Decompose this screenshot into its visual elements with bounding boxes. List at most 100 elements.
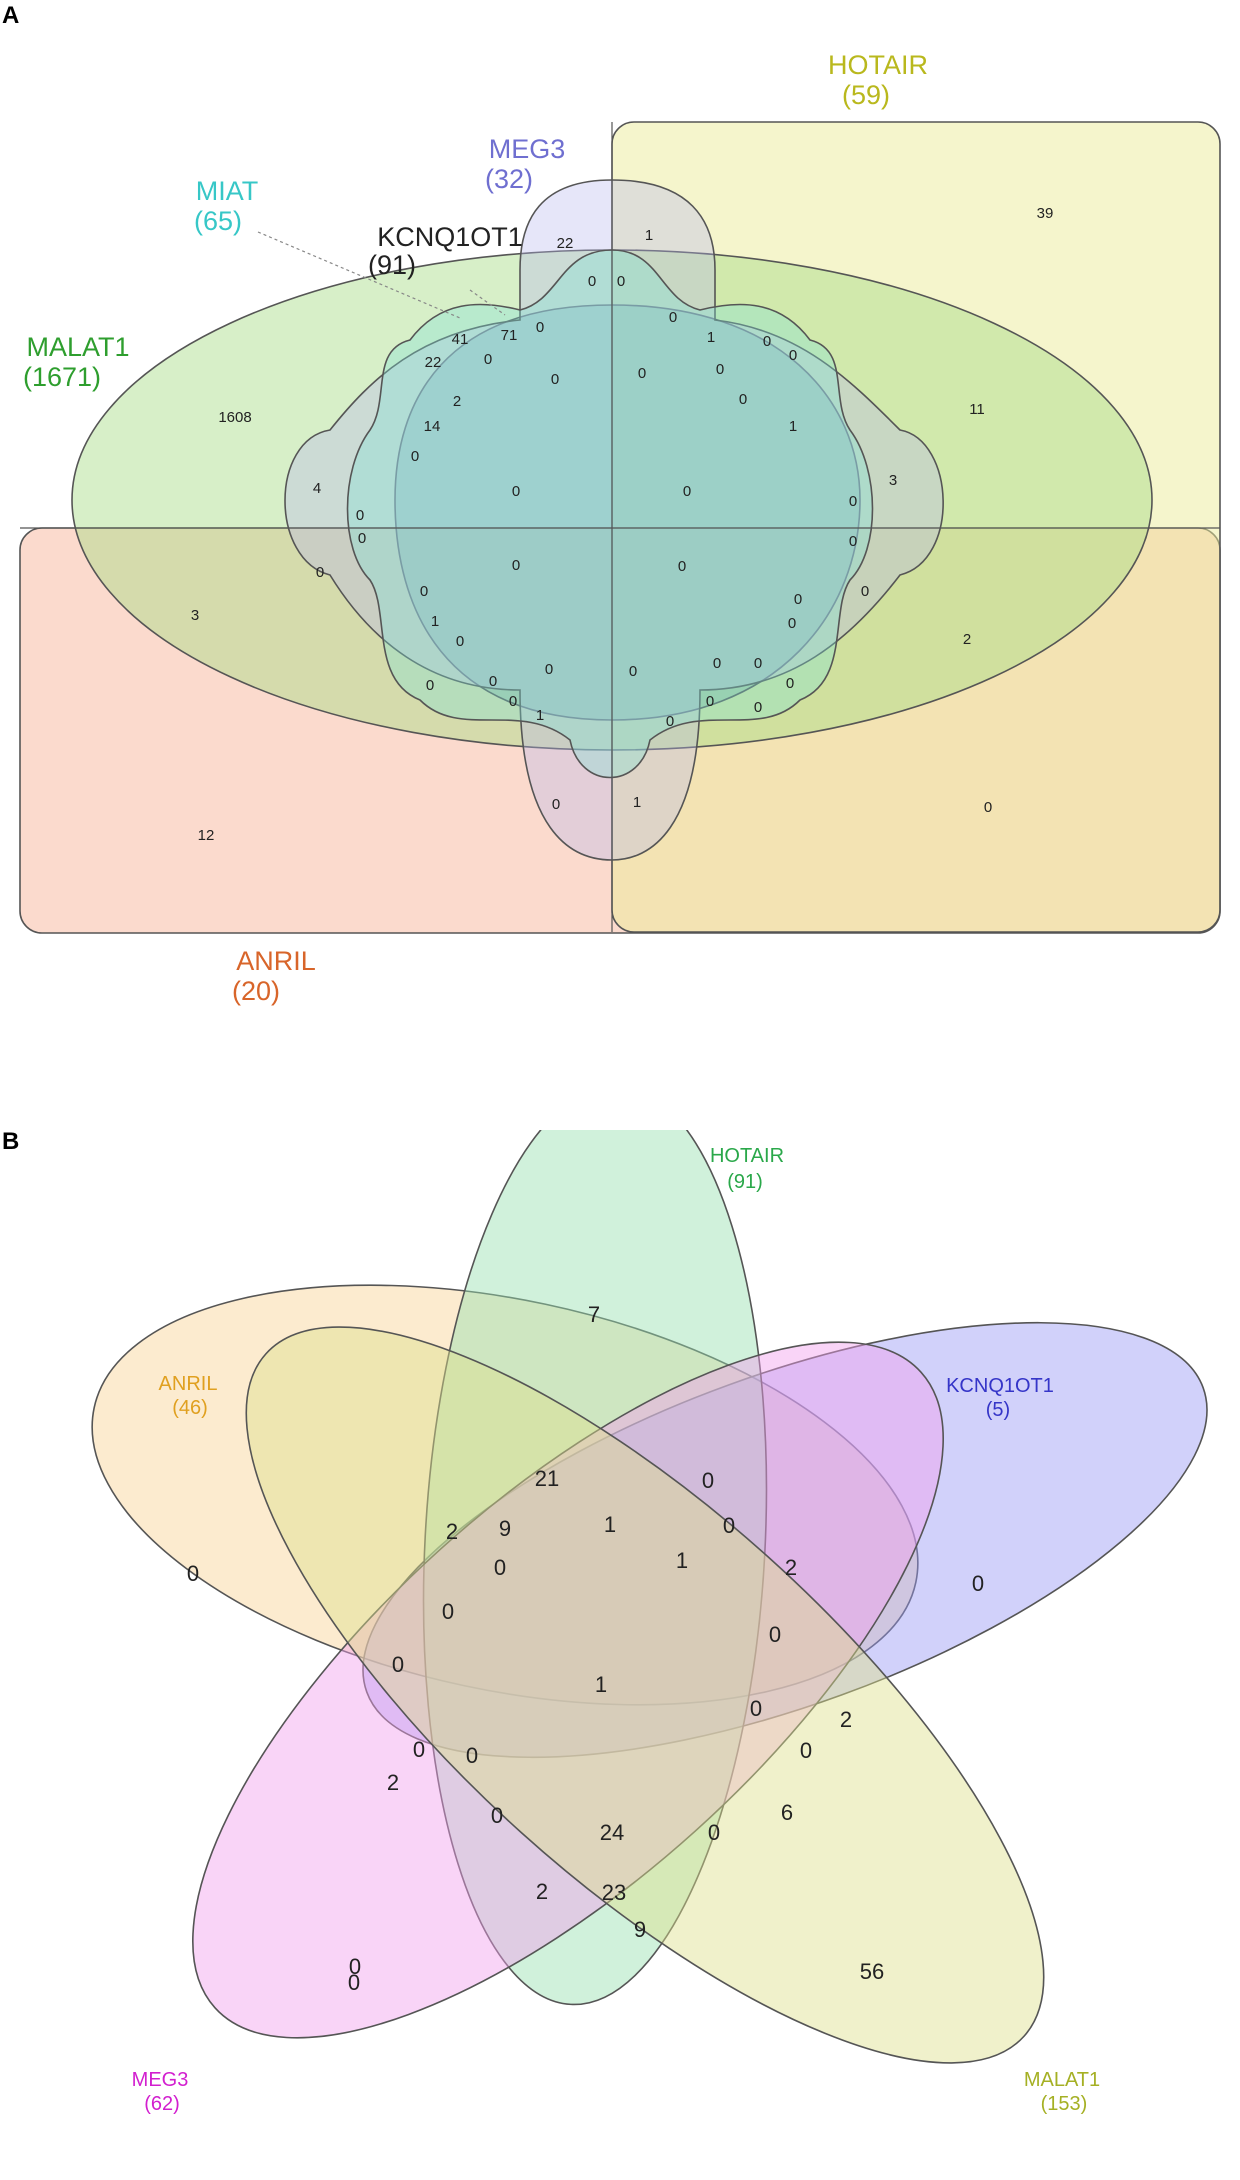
set-shape-meg3 [192,1341,944,2039]
region-count: 0 [551,371,559,388]
region-count: 0 [316,564,324,581]
venn-a-shapes [19,121,1221,934]
region-count: 3 [889,472,897,489]
region-count: 0 [442,1599,454,1624]
region-count: 0 [545,661,553,678]
region-count: 0 [788,615,796,632]
region-count: 12 [198,827,215,844]
region-count: 0 [800,1738,812,1763]
region-count: 1 [536,707,544,724]
panel-b-label: B [2,1128,20,1155]
region-count: 0 [411,448,419,465]
region-count: 0 [716,361,724,378]
region-count: 0 [426,677,434,694]
region-count: 0 [491,1803,503,1828]
set-name-meg3: MEG3 [132,2069,189,2091]
region-count: 23 [602,1880,626,1905]
venn-b-shapes [91,1130,1208,2064]
region-count: 1608 [218,409,251,426]
region-count: 9 [634,1917,646,1942]
region-count: 7 [588,1302,600,1327]
region-count: 0 [588,273,596,290]
region-count: 0 [861,583,869,600]
region-count: 14 [424,418,441,435]
region-count: 0 [356,507,364,524]
set-name-anril: ANRIL [236,946,316,976]
set-shape-malat1 [245,1326,1045,2064]
set-name-meg3: MEG3 [489,134,566,164]
region-count: 0 [769,1622,781,1647]
region-count: 24 [600,1820,624,1845]
set-count-malat1: (153) [1041,2093,1088,2115]
region-count: 0 [794,591,802,608]
set-count-miat: (65) [194,206,242,236]
region-count: 0 [512,557,520,574]
region-count: 0 [702,1468,714,1493]
set-name-anril: ANRIL [159,1373,218,1395]
region-count: 0 [512,483,520,500]
region-count: 1 [645,227,653,244]
set-count-meg3: (62) [144,2093,180,2115]
region-count: 9 [499,1516,511,1541]
region-count: 0 [786,675,794,692]
region-count: 0 [494,1555,506,1580]
region-count: 0 [706,693,714,710]
region-count: 0 [466,1743,478,1768]
region-count: 2 [963,631,971,648]
region-count: 1 [604,1512,616,1537]
region-count: 2 [785,1555,797,1580]
region-count: 0 [713,655,721,672]
region-count: 0 [723,1513,735,1538]
region-count: 2 [536,1879,548,1904]
region-count: 3 [191,607,199,624]
region-counts-b: 7 21 0 2 9 1 0 0 1 0 2 0 0 0 0 1 0 2 0 0… [187,1302,984,1995]
region-count: 0 [763,333,771,350]
miat-leader-line [257,231,461,319]
region-count: 0 [392,1652,404,1677]
region-count: 0 [484,351,492,368]
region-count: 0 [754,699,762,716]
region-count: 22 [425,354,442,371]
set-count-anril: (20) [232,976,280,1006]
region-count: 0 [666,713,674,730]
region-count: 0 [789,347,797,364]
set-name-hotair: HOTAIR [828,50,928,80]
region-count: 0 [413,1737,425,1762]
region-count: 0 [678,558,686,575]
region-count: 1 [595,1672,607,1697]
region-count: 71 [501,327,518,344]
set-count-meg3: (32) [485,164,533,194]
region-count: 39 [1037,205,1054,222]
region-count: 0 [552,796,560,813]
region-count: 2 [446,1519,458,1544]
region-count: 0 [456,633,464,650]
region-count: 0 [972,1571,984,1596]
region-counts-a: 39 22 1 0 0 0 41 71 22 1608 14 2 0 0 0 1… [191,205,1054,844]
region-count: 0 [754,655,762,672]
region-count: 1 [633,794,641,811]
region-count: 0 [358,530,366,547]
region-count: 56 [860,1959,884,1984]
region-count: 1 [789,418,797,435]
region-count: 0 [849,533,857,550]
region-count: 0 [638,365,646,382]
region-count: 0 [489,673,497,690]
region-count: 0 [629,663,637,680]
set-name-malat1: MALAT1 [1024,2069,1100,2091]
region-count: 0 [849,493,857,510]
region-count: 0 [617,273,625,290]
set-name-kcnq1ot1: KCNQ1OT1 [946,1375,1054,1397]
panel-a-label: A [2,2,20,29]
region-count: 0 [420,583,428,600]
region-count: 0 [349,1954,361,1979]
region-count: 11 [969,401,985,418]
set-name-malat1: MALAT1 [26,332,129,362]
region-count: 0 [739,391,747,408]
set-count-anril: (46) [172,1397,208,1419]
region-count: 0 [187,1561,199,1586]
region-count: 0 [683,483,691,500]
region-count: 21 [535,1466,559,1491]
set-count-kcnq1ot1: (91) [368,250,416,280]
set-shape-kcnq1ot1 [362,1321,1208,1759]
set-count-kcnq1ot1: (5) [986,1399,1010,1421]
